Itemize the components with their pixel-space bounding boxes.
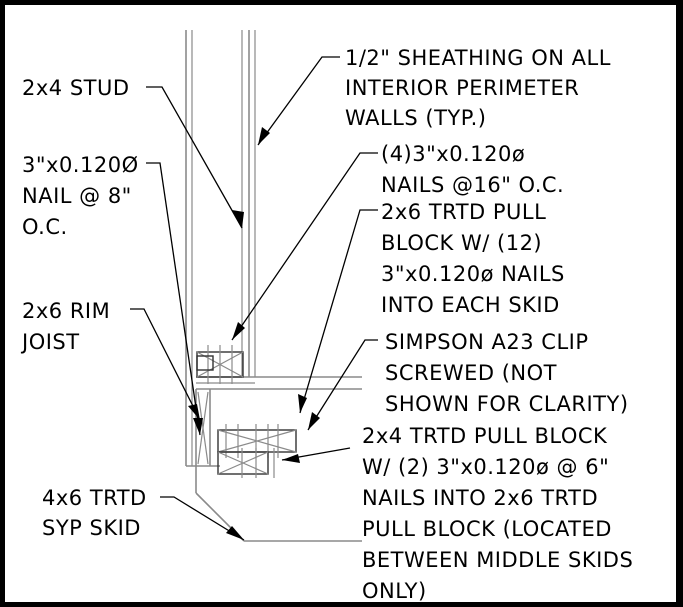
- label-sheathing: 1/2" SHEATHING ON ALL INTERIOR PERIMETER…: [345, 46, 618, 130]
- leader-sheathing: [257, 56, 340, 146]
- label-nail-8: 3"x0.120Ø NAIL @ 8" O.C.: [22, 153, 146, 239]
- label-stud: 2x4 STUD: [22, 76, 130, 100]
- label-skid: 4x6 TRTD SYP SKID: [42, 486, 154, 540]
- rim-joist-shape: [195, 389, 211, 466]
- leader-skid: [160, 496, 245, 541]
- pull-block-2x4-shape: [217, 448, 275, 478]
- label-clip: SIMPSON A23 CLIP SCREWED (NOT SHOWN FOR …: [385, 330, 629, 416]
- leader-nails-16: [231, 152, 378, 341]
- label-pull-block-2x6: 2x6 TRTD PULL BLOCK W/ (12) 3"x0.120ø NA…: [381, 200, 572, 317]
- leader-rim-joist: [130, 308, 201, 421]
- block-top: [196, 345, 244, 384]
- label-pull-block-2x4: 2x4 TRTD PULL BLOCK W/ (2) 3"x0.120ø @ 6…: [362, 424, 640, 603]
- leader-nail-8: [146, 162, 203, 436]
- leader-pull-block-2x6: [298, 209, 378, 414]
- label-nails-16: (4)3"x0.120ø NAILS @16" O.C.: [381, 142, 564, 197]
- leader-stud: [146, 86, 244, 229]
- label-rim-joist: 2x6 RIM JOIST: [20, 299, 117, 354]
- drawing-sheet: [5, 5, 676, 602]
- leader-clip: [307, 339, 378, 431]
- leader-pull-block-2x4: [281, 447, 351, 463]
